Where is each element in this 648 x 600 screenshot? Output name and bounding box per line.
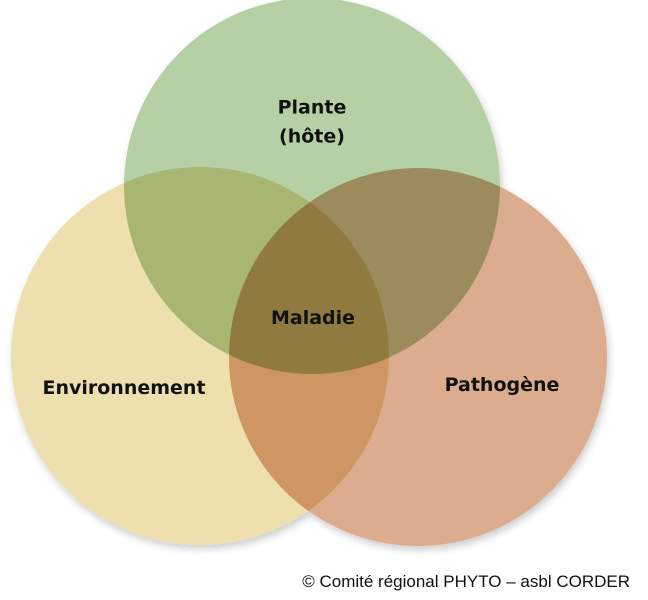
plante-label-line1: Plante	[277, 96, 347, 119]
plante-circle	[124, 0, 500, 374]
plante-label: Plante (hôte)	[278, 94, 347, 151]
maladie-label: Maladie	[270, 306, 356, 329]
plante-label-line2: (hôte)	[279, 125, 345, 147]
environnement-label: Environnement	[42, 376, 206, 399]
pathogene-label: Pathogène	[444, 373, 560, 396]
copyright-credit: © Comité régional PHYTO – asbl CORDER	[302, 572, 630, 591]
